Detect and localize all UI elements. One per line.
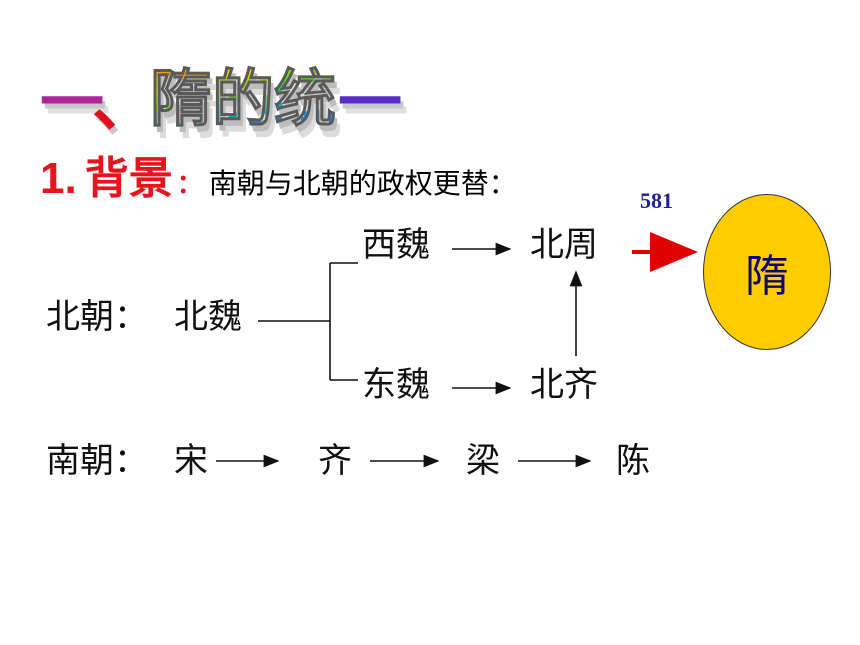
node-south-qi: 齐 bbox=[318, 441, 352, 481]
node-north-qi: 北齐 bbox=[530, 365, 598, 405]
title-dash-right: 一 bbox=[338, 67, 402, 141]
section-heading: 1. 背景 ： 南朝与北朝的政权更替： bbox=[40, 142, 517, 206]
year-label: 581 bbox=[640, 188, 673, 213]
node-west-wei: 西魏 bbox=[362, 225, 430, 265]
sui-label: 隋 bbox=[745, 251, 789, 302]
title-char-sui: 隋 bbox=[149, 62, 213, 135]
node-north-zhou: 北周 bbox=[530, 225, 598, 265]
north-dynasties-label: 北朝： bbox=[46, 297, 148, 337]
node-chen: 陈 bbox=[616, 441, 650, 481]
title-char-de: 的 bbox=[212, 62, 275, 135]
heading-colon: ： bbox=[176, 170, 203, 200]
node-song: 宋 bbox=[174, 441, 208, 481]
heading-number: 1. bbox=[40, 154, 77, 203]
south-dynasties-label: 南朝： bbox=[46, 441, 148, 481]
slide-title: 一 、 隋 的 统 一 bbox=[40, 56, 402, 141]
node-east-wei: 东魏 bbox=[362, 365, 430, 405]
node-north-wei: 北魏 bbox=[174, 297, 242, 337]
title-comma: 、 bbox=[92, 67, 156, 141]
heading-label: 背景 bbox=[84, 153, 173, 204]
heading-description: 南朝与北朝的政权更替： bbox=[208, 167, 517, 200]
sui-circle: 隋 bbox=[703, 194, 831, 350]
title-char-tong: 统 bbox=[274, 62, 337, 135]
title-dash-left: 一 bbox=[40, 67, 104, 141]
node-liang: 梁 bbox=[466, 441, 500, 481]
